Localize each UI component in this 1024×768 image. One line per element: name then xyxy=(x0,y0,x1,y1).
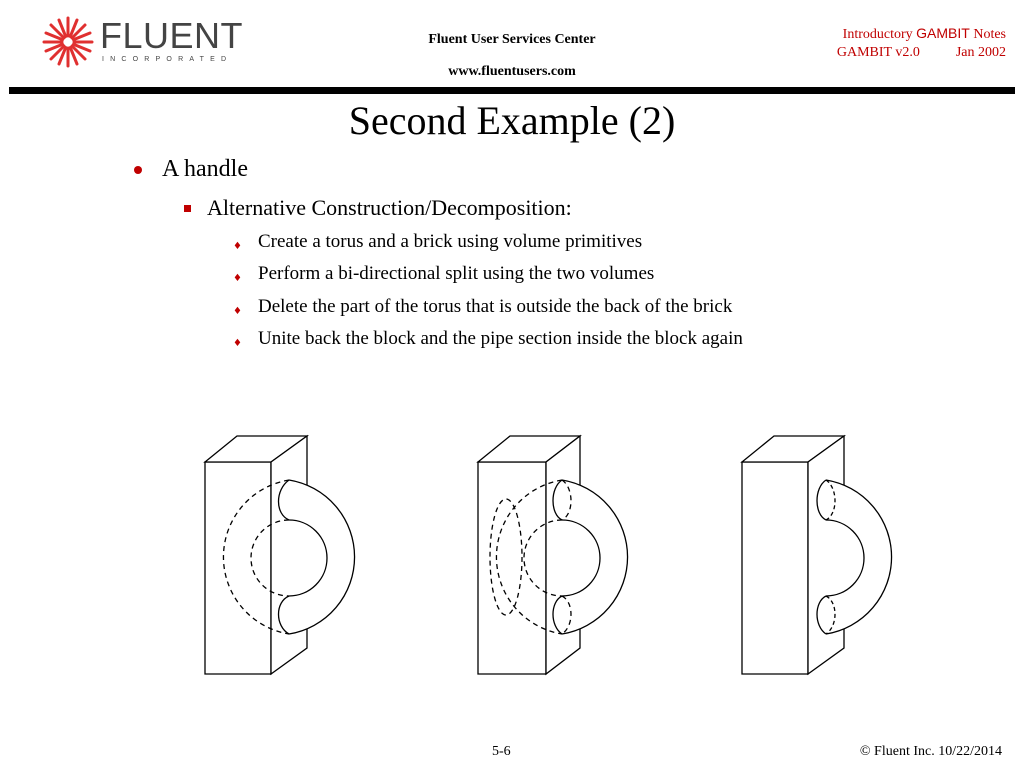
figure-split-volumes xyxy=(476,434,629,676)
course-title: Introductory GAMBIT Notes xyxy=(746,24,1006,44)
figure-united-handle xyxy=(740,434,893,676)
version-text: GAMBIT v2.0 xyxy=(836,45,920,60)
version-row: GAMBIT v2.0 Jan 2002 xyxy=(746,44,1006,62)
course-title-brand: GAMBIT xyxy=(916,25,970,41)
slide-title: Second Example (2) xyxy=(348,98,676,143)
page-number: 5-6 xyxy=(492,744,511,759)
bullet-level2: Alternative Construction/Decomposition: xyxy=(184,195,572,221)
bullet-level1-text: A handle xyxy=(162,156,248,182)
bullet-level3-text: Delete the part of the torus that is out… xyxy=(258,296,733,317)
diamond-bullet-icon: ♦ xyxy=(233,241,242,252)
header-right: Introductory GAMBIT Notes GAMBIT v2.0 Jan… xyxy=(746,24,1006,62)
bullet-level3-text: Unite back the block and the pipe sectio… xyxy=(258,328,743,349)
bullet-level3-item: ♦ Delete the part of the torus that is o… xyxy=(233,296,733,318)
fluent-logo: FLUENT INCORPORATED xyxy=(40,14,243,70)
diamond-bullet-icon: ♦ xyxy=(233,338,242,349)
square-bullet-icon xyxy=(184,205,191,212)
copyright: © Fluent Inc. 10/22/2014 xyxy=(859,744,1002,759)
header-url: www.fluentusers.com xyxy=(448,64,576,79)
figure-brick-torus xyxy=(203,434,356,676)
date-text: Jan 2002 xyxy=(955,45,1006,60)
bullet-level3-item: ♦ Perform a bi-directional split using t… xyxy=(233,263,655,285)
round-bullet-icon xyxy=(134,166,142,174)
diamond-bullet-icon: ♦ xyxy=(233,273,242,284)
header-rule xyxy=(9,87,1015,94)
header-center: Fluent User Services Center www.fluentus… xyxy=(380,24,644,88)
bullet-level3-item: ♦ Create a torus and a brick using volum… xyxy=(233,231,643,253)
bullet-level2-text: Alternative Construction/Decomposition: xyxy=(207,195,572,220)
header-org: Fluent User Services Center xyxy=(428,32,596,47)
bullet-level3-text: Perform a bi-directional split using the… xyxy=(258,263,655,284)
logo-wordmark: FLUENT xyxy=(100,15,244,56)
course-title-post: Notes xyxy=(969,27,1006,42)
fluent-logo-icon xyxy=(42,16,94,68)
diamond-bullet-icon: ♦ xyxy=(233,306,242,317)
bullet-level3-text: Create a torus and a brick using volume … xyxy=(258,231,643,252)
bullet-level1: A handle xyxy=(134,155,248,183)
course-title-pre: Introductory xyxy=(842,27,917,42)
bullet-level3-item: ♦ Unite back the block and the pipe sect… xyxy=(233,328,743,350)
logo-subtext: INCORPORATED xyxy=(102,56,233,63)
